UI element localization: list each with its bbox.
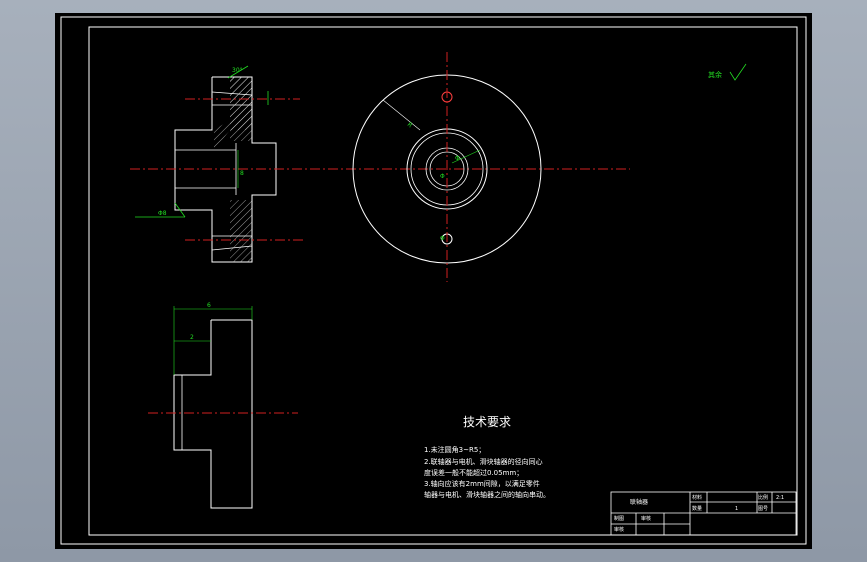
roughness-note: 其余: [708, 70, 722, 79]
roughness-check: [729, 63, 747, 81]
dim-radius-label: R: [406, 121, 414, 129]
hatch-region-lower-flange: [230, 200, 252, 262]
hatch-region-upper-flange: [230, 77, 252, 141]
tb-quantity-label: 数量: [692, 505, 702, 512]
dim-center-label-2: Φ: [440, 173, 445, 180]
dim-leader-top: [227, 65, 249, 79]
tb-material-label: 材料: [692, 494, 702, 501]
dim-center-label: Φ: [455, 155, 460, 162]
tb-scale-label: 比例: [758, 494, 768, 501]
dim-center-leader: [451, 149, 481, 164]
dim-top-angle: 30°: [232, 67, 243, 74]
hole-line-2: [211, 245, 253, 251]
tech-req-line-2: 2.联轴器与电机、滑块轴器的径向同心: [424, 457, 543, 466]
tb-drawn-value: 审核: [641, 515, 651, 522]
dim-radius-leader: [382, 99, 421, 131]
end-view: R Φ Φ Φ: [352, 52, 542, 282]
model-space-background: [55, 13, 812, 549]
tb-scale-value: 2:1: [776, 495, 784, 501]
dim-left-label: Φ8: [158, 210, 167, 217]
front-section-view: 30° Φ8 8: [130, 65, 630, 263]
side-outline: [173, 319, 253, 509]
section-outline: [174, 76, 277, 263]
tech-req-title: 技术要求: [463, 415, 511, 429]
dim-leader-left-diag: [174, 202, 186, 218]
tb-drawn-label: 制图: [614, 515, 624, 522]
title-block-text: 联轴器 材料 比例 2:1 数量 1 图号 制图 审核 审核: [614, 494, 784, 533]
tb-drawing-no-label: 图号: [758, 506, 768, 512]
tech-req-line-3: 度误差一般不能超过0.05mm；: [424, 468, 523, 477]
tb-checked-label: 审核: [614, 526, 624, 533]
title-block-frame: [610, 491, 797, 536]
dim-bore-label: 8: [240, 170, 244, 177]
title-block: [610, 491, 797, 536]
tech-req-line-4: 3.轴向应该有2mm间隙，以满足零件: [424, 479, 540, 488]
side-dim-inner-label: 2: [190, 334, 194, 341]
hole-line-1: [211, 91, 253, 96]
sheet-outer-border: [60, 16, 807, 545]
side-view: 6 2: [148, 302, 298, 509]
sheet-inner-border: [88, 26, 798, 536]
roughness-symbol: 其余: [708, 63, 747, 81]
dim-bottom-label: Φ: [440, 235, 445, 242]
tech-req-line-1: 1.未注圆角3~R5；: [424, 445, 485, 454]
tb-part-name: 联轴器: [630, 498, 648, 506]
tb-quantity-value: 1: [735, 506, 738, 512]
side-dim-top-label: 6: [207, 302, 211, 309]
tech-req-line-5: 轴器与电机、滑块轴器之间的轴向串动。: [424, 490, 550, 499]
technical-requirements: 技术要求 1.未注圆角3~R5； 2.联轴器与电机、滑块轴器的径向同心 度误差一…: [424, 415, 550, 499]
